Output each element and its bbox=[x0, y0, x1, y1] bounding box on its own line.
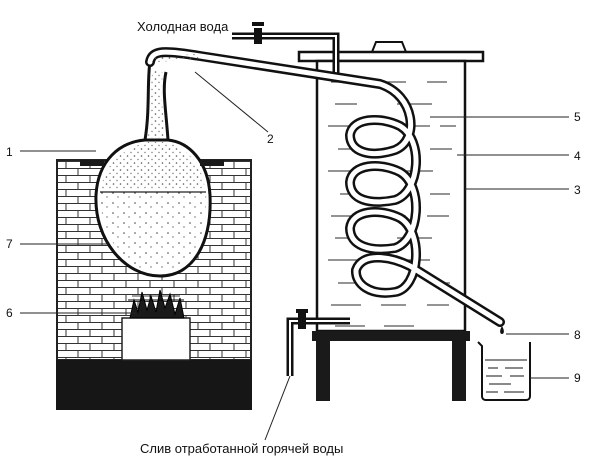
label-2: 2 bbox=[267, 132, 274, 146]
leader-drain-caption bbox=[264, 375, 291, 441]
label-3: 3 bbox=[574, 183, 581, 197]
vessel-leg-left bbox=[316, 341, 330, 401]
vessel-leg-right bbox=[452, 341, 466, 401]
firebox-opening bbox=[121, 317, 191, 361]
label-4: 4 bbox=[574, 149, 581, 163]
flask-clamp-right bbox=[200, 160, 224, 166]
inlet-valve-icon bbox=[254, 28, 262, 44]
leader-2 bbox=[194, 71, 269, 133]
hot-water-drain-caption: Слив отработанной горячей воды bbox=[140, 441, 344, 456]
condenser-vessel bbox=[297, 41, 485, 401]
leader-lines bbox=[20, 71, 569, 441]
vessel-bottom-plate bbox=[312, 331, 470, 341]
label-5: 5 bbox=[574, 110, 581, 124]
flask-neck bbox=[143, 61, 170, 141]
vessel-lid bbox=[371, 41, 407, 53]
condenser-coil bbox=[145, 47, 505, 334]
furnace-base bbox=[56, 360, 252, 410]
cold-water-inlet-pipe bbox=[232, 22, 340, 73]
label-8: 8 bbox=[574, 328, 581, 342]
cold-water-caption: Холодная вода bbox=[137, 19, 229, 34]
drain-valve-icon bbox=[298, 313, 306, 329]
label-1: 1 bbox=[6, 145, 13, 159]
distillate-drop-icon bbox=[500, 326, 504, 334]
receiving-beaker bbox=[477, 341, 531, 401]
hot-water-drain-pipe bbox=[286, 309, 350, 376]
flask-clamp-left bbox=[80, 160, 104, 166]
boiling-flask bbox=[80, 61, 224, 278]
flask-liquid bbox=[100, 192, 207, 272]
label-7: 7 bbox=[6, 237, 13, 251]
flames-icon bbox=[129, 289, 185, 319]
label-6: 6 bbox=[6, 306, 13, 320]
label-9: 9 bbox=[574, 371, 581, 385]
flask-vapor bbox=[101, 142, 205, 190]
beaker-liquid-lines bbox=[485, 359, 527, 393]
